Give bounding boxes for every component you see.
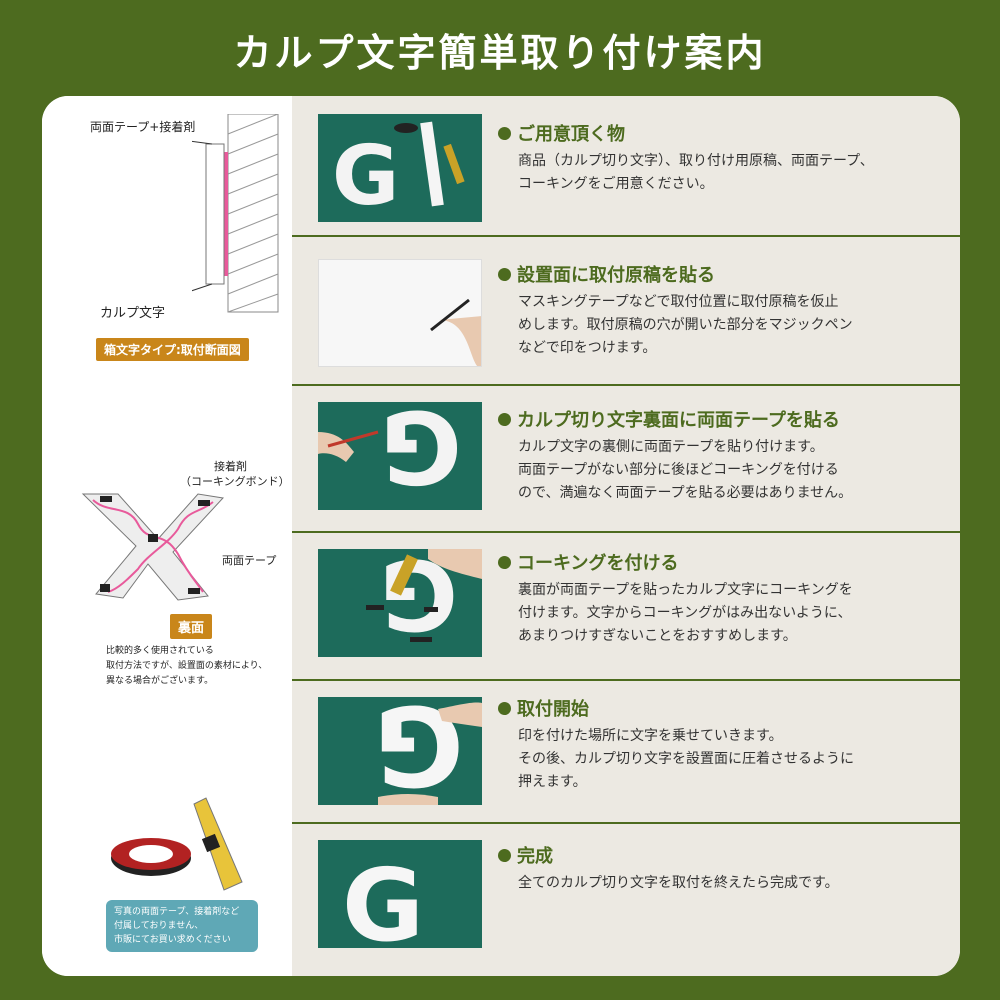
step-photo-1: G xyxy=(318,114,482,222)
label-tape-adhesive: 両面テープ+接着剤 xyxy=(90,120,196,134)
page-title: カルプ文字簡単取り付け案内 xyxy=(233,31,767,75)
left-panel: 両面テープ+接着剤 カルプ文字 箱文字タイプ:取付断面図 接着剤 （コーキングボ… xyxy=(42,96,292,976)
step-title-1: ご用意頂く物 xyxy=(498,120,625,146)
supplies-illustration xyxy=(111,797,243,891)
badge-back: 裏面 xyxy=(170,614,213,639)
step-photo-5: G xyxy=(318,697,482,805)
step-3: G カルプ切り文字裏面に両面テープを貼る カルプ文字の裏側に両面テープを貼り付け… xyxy=(292,386,960,533)
step-title-2: 設置面に取付原稿を貼る xyxy=(498,261,715,287)
svg-text:G: G xyxy=(342,847,424,948)
bullet-icon xyxy=(498,412,511,426)
step-title-5: 取付開始 xyxy=(498,695,589,721)
step-photo-2 xyxy=(318,259,482,367)
step-desc-6: 全てのカルプ切り文字を取付を終えたら完成です。 xyxy=(518,875,839,891)
bullet-icon xyxy=(498,267,511,281)
step-4: G コーキングを付ける 裏面が両面テープを貼ったカルプ文字にコーキングを 付けま… xyxy=(292,533,960,681)
label-tape: 両面テープ xyxy=(222,554,277,567)
bullet-icon xyxy=(498,126,511,140)
step-desc-3: カルプ文字の裏側に両面テープを貼り付けます。 両面テープがない部分に後ほどコーキ… xyxy=(518,439,853,501)
step-desc-4: 裏面が両面テープを貼ったカルプ文字にコーキングを 付けます。文字からコーキングが… xyxy=(518,582,853,644)
steps-panel: G ご用意頂く物 商品（カルプ切り文字）、取り付け用原稿、両面テープ、 コーキン… xyxy=(292,96,960,976)
bullet-icon xyxy=(498,555,511,569)
step-2: 設置面に取付原稿を貼る マスキングテープなどで取付位置に取付原稿を仮止 めします… xyxy=(292,237,960,386)
label-adhesive: 接着剤 xyxy=(214,460,247,473)
step-photo-3: G xyxy=(318,402,482,510)
step-5: G 取付開始 印を付けた場所に文字を乗せていきます。 その後、カルプ切り文字を設… xyxy=(292,681,960,824)
step-desc-2: マスキングテープなどで取付位置に取付原稿を仮止 めします。取付原稿の穴が開いた部… xyxy=(518,294,853,356)
step-title-4: コーキングを付ける xyxy=(498,549,678,575)
guide-card: 両面テープ+接着剤 カルプ文字 箱文字タイプ:取付断面図 接着剤 （コーキングボ… xyxy=(42,96,960,976)
step-desc-1: 商品（カルプ切り文字）、取り付け用原稿、両面テープ、 コーキングをご用意ください… xyxy=(518,153,874,192)
supply-note: 写真の両面テープ、接着剤など 付属しておりません、 市販にてお買い求めください xyxy=(106,900,258,952)
note-text: 比較的多く使用されている 取付方法ですが、設置面の素材により、 異なる場合がござ… xyxy=(106,646,268,686)
bullet-icon xyxy=(498,701,511,715)
letter-back-diagram xyxy=(81,493,225,601)
step-title-6: 完成 xyxy=(498,842,553,868)
step-1: G ご用意頂く物 商品（カルプ切り文字）、取り付け用原稿、両面テープ、 コーキン… xyxy=(292,96,960,237)
label-bond: （コーキングボンド） xyxy=(180,475,290,488)
cross-section-diagram xyxy=(192,114,279,313)
step-desc-5: 印を付けた場所に文字を乗せていきます。 その後、カルプ切り文字を設置面に圧着させ… xyxy=(518,728,854,790)
svg-text:G: G xyxy=(380,402,462,505)
step-title-3: カルプ切り文字裏面に両面テープを貼る xyxy=(498,406,840,432)
svg-text:G: G xyxy=(332,129,399,222)
step-photo-6: G xyxy=(318,840,482,948)
badge-section: 箱文字タイプ:取付断面図 xyxy=(96,338,249,361)
step-6: G 完成 全てのカルプ切り文字を取付を終えたら完成です。 xyxy=(292,824,960,976)
label-letter: カルプ文字 xyxy=(100,306,166,321)
step-photo-4: G xyxy=(318,549,482,657)
bullet-icon xyxy=(498,848,511,862)
